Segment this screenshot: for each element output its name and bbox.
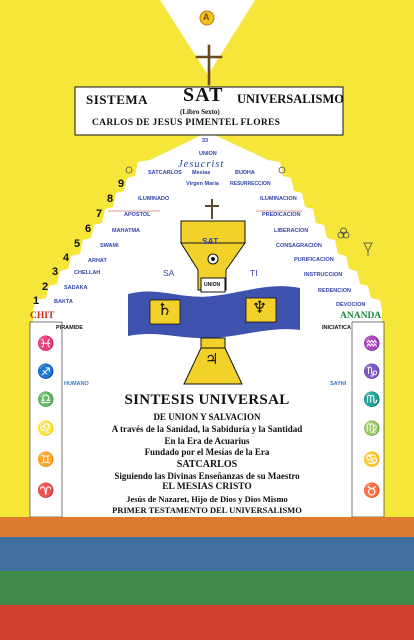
step-number: 6 xyxy=(85,223,92,235)
zodiac-sign-icon: ♋ xyxy=(363,453,381,468)
step-label: DEVOCION xyxy=(336,302,366,308)
step-label: REDENCION xyxy=(318,288,352,294)
side-humano: HUMANO xyxy=(64,381,89,387)
pyramid-jesucrist: Jesucrist xyxy=(178,159,225,170)
alpha-letter: A xyxy=(203,12,210,22)
step-number: 2 xyxy=(42,281,49,293)
left-column xyxy=(29,321,63,518)
side-ananda: ANANDA xyxy=(340,311,382,321)
body-line: SATCARLOS xyxy=(176,459,238,470)
zodiac-sign-icon: ♌ xyxy=(37,422,55,437)
body-line: EL MESIAS CRISTO xyxy=(162,482,252,492)
side-sayni: SAYNI xyxy=(330,381,347,387)
stripe-blue xyxy=(0,537,414,571)
side-iniciatica: INICIATICA xyxy=(322,325,351,331)
ring-icon xyxy=(125,166,286,174)
triple-circle-icon xyxy=(337,227,350,239)
zodiac-sign-icon: ♊ xyxy=(37,453,55,468)
zodiac-sign-icon: ♎ xyxy=(37,393,55,408)
temple-sa: SA xyxy=(163,268,175,278)
side-chit: CHIT xyxy=(30,311,55,321)
step-label: INSTRUCCION xyxy=(304,272,343,278)
pyramid-satcarlos: SATCARLOS xyxy=(148,170,182,176)
body-line: En la Era de Acuarius xyxy=(164,436,250,446)
step-label: CHELLAH xyxy=(74,270,101,276)
pyramid-mesias: Mesias xyxy=(192,170,211,176)
step-number: 5 xyxy=(74,238,81,250)
body-line: Fundado por el Mesías de la Era xyxy=(144,447,270,457)
pyramid-number: 33 xyxy=(202,138,209,144)
synthesis-title: SINTESIS UNIVERSAL xyxy=(124,392,290,408)
zodiac-sign-icon: ♉ xyxy=(363,484,381,499)
body-line: PRIMER TESTAMENTO DEL UNIVERSALISMO xyxy=(112,505,302,515)
pyramid-virgen-maria: Virgen Maria xyxy=(186,181,219,187)
alpha-emblem-icon xyxy=(199,10,215,26)
temple-union: UNION xyxy=(204,282,221,288)
step-label: BAKTA xyxy=(54,299,73,305)
body-line: Jesús de Nazaret, Hijo de Dios y Dios Mi… xyxy=(126,494,288,504)
zodiac-sign-icon: ♐ xyxy=(37,365,55,380)
title-universalismo: UNIVERSALISMO xyxy=(237,92,344,106)
step-number: 4 xyxy=(63,252,70,264)
title-sat: SAT xyxy=(183,84,224,106)
step-label: SADAKA xyxy=(64,285,88,291)
step-label: MAHATMA xyxy=(112,228,141,234)
temple-ti: TI xyxy=(250,268,258,278)
step-label: ILUMINACION xyxy=(260,196,297,202)
neptune-icon: ♆ xyxy=(252,298,268,317)
zodiac-sign-icon: ♈ xyxy=(37,484,55,499)
zodiac-sign-icon: ♑ xyxy=(363,365,381,380)
temple-sat: SAT xyxy=(202,236,219,246)
temple-cross-icon xyxy=(205,199,219,219)
stripe-green xyxy=(0,571,414,605)
step-number: 9 xyxy=(118,178,125,190)
stripe-orange xyxy=(0,517,414,537)
step-label: PURIFICACION xyxy=(294,257,334,263)
side-piramide: PIRAMIDE xyxy=(56,325,83,331)
author-name: CARLOS DE JESUS PIMENTEL FLORES xyxy=(92,118,281,128)
zodiac-sign-icon: ♓ xyxy=(37,337,55,352)
temple-figure xyxy=(128,199,300,385)
step-label: ILUMINADO xyxy=(138,196,170,202)
step-label: ARHAT xyxy=(88,258,107,264)
top-light-triangle xyxy=(160,0,255,75)
step-label: PREDICACION xyxy=(262,212,301,218)
jupiter-icon: ♃ xyxy=(205,352,219,368)
zodiac-sign-icon: ♏ xyxy=(363,393,381,408)
stripe-red xyxy=(0,605,414,640)
step-number: 3 xyxy=(52,266,59,278)
subtitle-libro: (Libro Sexto) xyxy=(180,108,220,116)
step-label: CONSAGRACION xyxy=(276,243,322,249)
body-line: DE UNION Y SALVACION xyxy=(153,412,261,422)
step-label: APOSTOL xyxy=(124,212,151,218)
body-line: A través de la Sanidad, la Sabiduría y l… xyxy=(111,424,303,434)
pyramid-resurreccion: RESURRECCION xyxy=(230,181,271,187)
title-sistema: SISTEMA xyxy=(86,92,149,107)
cross-icon xyxy=(195,44,223,86)
step-number: 1 xyxy=(33,295,40,307)
step-label: SWAMI xyxy=(100,243,119,249)
zodiac-sign-icon: ♍ xyxy=(363,422,381,437)
saturn-icon: ♄ xyxy=(157,300,173,319)
body-line: Siguiendo las Divinas Enseñanzas de su M… xyxy=(114,471,300,481)
title-band xyxy=(74,86,344,136)
chalice-small-icon xyxy=(363,242,373,256)
pyramid-budha: BUDHA xyxy=(235,170,255,176)
step-number: 8 xyxy=(107,193,114,205)
step-number: 7 xyxy=(96,208,103,220)
zodiac-sign-icon: ♒ xyxy=(363,337,381,352)
step-label: LIBERACION xyxy=(274,228,309,234)
pyramid-union: UNION xyxy=(199,151,217,157)
